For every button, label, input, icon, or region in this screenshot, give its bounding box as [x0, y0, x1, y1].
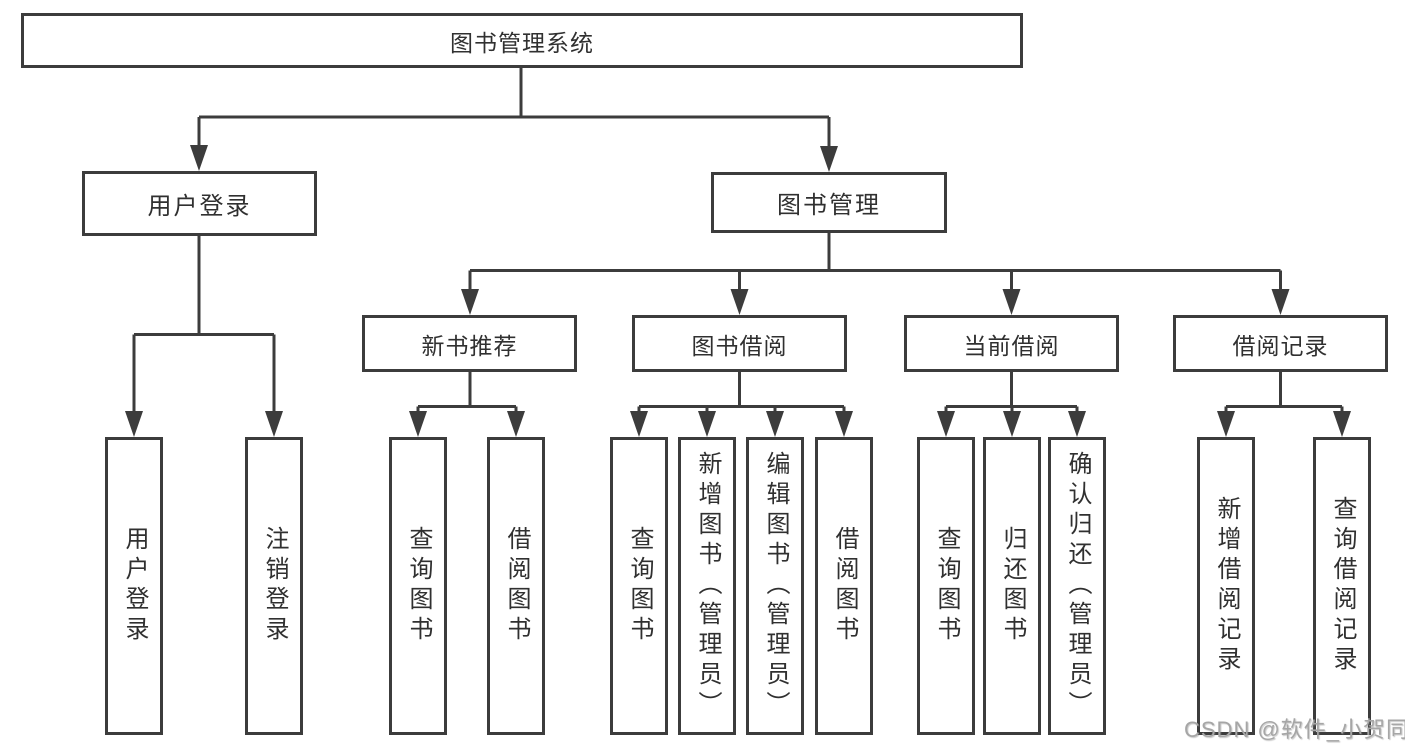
- arrowheads: [125, 145, 1351, 437]
- node-book-management: 图书管理: [711, 172, 947, 233]
- node-label: 借阅图书: [831, 526, 858, 646]
- node-label: 用户登录: [121, 526, 148, 646]
- leaf-query-books-current: 查询图书: [917, 437, 975, 735]
- leaf-query-books-borrow: 查询图书: [610, 437, 668, 735]
- node-label: 确认归还（管理员）: [1064, 451, 1091, 721]
- node-user-login-group: 用户登录: [82, 171, 317, 236]
- node-label: 查询图书: [405, 526, 432, 646]
- arrowhead: [409, 411, 427, 437]
- arrowhead: [766, 411, 784, 437]
- csdn-watermark: CSDN @软件_小贺同学: [1184, 717, 1405, 742]
- connector-root-branch: [197, 68, 831, 150]
- arrowhead: [630, 411, 648, 437]
- node-label: 查询借阅记录: [1329, 496, 1356, 676]
- leaf-query-borrow-record: 查询借阅记录: [1313, 437, 1371, 735]
- arrowhead: [820, 146, 838, 172]
- node-book-borrow: 图书借阅: [632, 315, 847, 372]
- node-label: 查询图书: [933, 526, 960, 646]
- arrowhead: [1068, 411, 1086, 437]
- arrowhead: [1217, 411, 1235, 437]
- leaf-edit-book-admin: 编辑图书（管理员）: [746, 437, 804, 735]
- arrowhead: [461, 289, 479, 315]
- node-label: 当前借阅: [963, 332, 1060, 359]
- node-label: 查询图书: [626, 526, 653, 646]
- arrowhead: [265, 411, 283, 437]
- node-label: 新书推荐: [421, 332, 518, 359]
- leaf-return-book: 归还图书: [983, 437, 1041, 735]
- node-label: 图书管理系统: [450, 29, 594, 56]
- arrowhead: [835, 411, 853, 437]
- arrowhead: [190, 145, 208, 171]
- leaf-confirm-return-admin: 确认归还（管理员）: [1048, 437, 1106, 735]
- node-label: 归还图书: [999, 526, 1026, 646]
- arrowhead: [1002, 289, 1021, 315]
- arrowhead: [730, 289, 749, 315]
- connector-book-mgmt-branch: [468, 233, 1282, 292]
- connector-user-login-branch: [132, 236, 276, 414]
- connector-current-borrow-branch: [944, 372, 1079, 414]
- node-new-book-recommend: 新书推荐: [362, 315, 577, 372]
- leaf-logout: 注销登录: [245, 437, 303, 735]
- arrowhead: [1333, 411, 1351, 437]
- arrowhead: [125, 411, 143, 437]
- leaf-add-book-admin: 新增图书（管理员）: [678, 437, 736, 735]
- leaf-borrow-books-recommend: 借阅图书: [487, 437, 545, 735]
- leaf-query-books-recommend: 查询图书: [389, 437, 447, 735]
- leaf-add-borrow-record: 新增借阅记录: [1197, 437, 1255, 735]
- node-label: 新增借阅记录: [1213, 496, 1240, 676]
- node-label: 编辑图书（管理员）: [762, 451, 789, 721]
- node-label: 借阅图书: [503, 526, 530, 646]
- node-label: 新增图书（管理员）: [694, 451, 721, 721]
- connector-book-borrow-branch: [637, 372, 846, 414]
- leaf-user-login: 用户登录: [105, 437, 163, 735]
- node-label: 图书借阅: [691, 332, 788, 359]
- node-label: 图书管理: [777, 192, 881, 219]
- node-label: 用户登录: [147, 193, 252, 220]
- arrowhead: [507, 411, 525, 437]
- node-library-management-system: 图书管理系统: [21, 13, 1023, 68]
- arrowhead: [937, 411, 955, 437]
- node-borrow-records: 借阅记录: [1173, 315, 1388, 372]
- arrowhead: [1271, 289, 1290, 315]
- node-label: 借阅记录: [1232, 332, 1329, 359]
- arrowhead: [698, 411, 716, 437]
- leaf-borrow-books: 借阅图书: [815, 437, 873, 735]
- connector-new-book-branch: [416, 372, 518, 414]
- node-current-borrow: 当前借阅: [904, 315, 1119, 372]
- node-label: 注销登录: [261, 526, 288, 646]
- arrowhead: [1003, 411, 1021, 437]
- connector-borrow-records-branch: [1224, 372, 1344, 414]
